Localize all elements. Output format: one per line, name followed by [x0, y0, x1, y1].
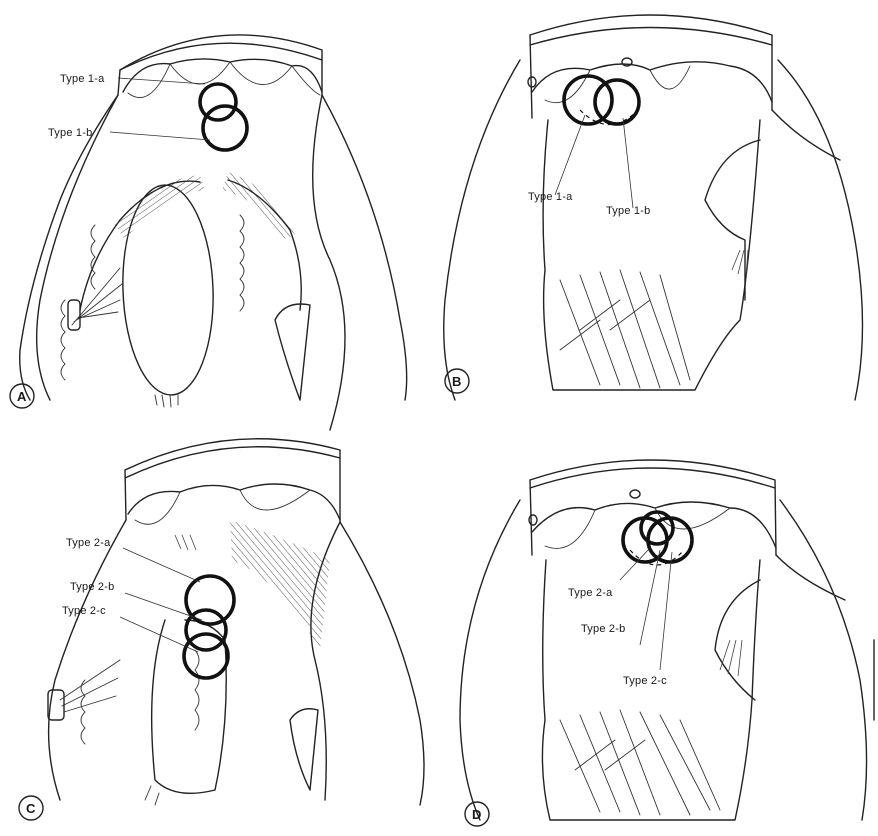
panel-d-label-3: Type 2-c — [623, 675, 667, 687]
panel-a-label-2: Type 1-b — [48, 127, 92, 139]
panel-b: Type 1-a Type 1-b B — [444, 15, 863, 400]
panel-d-label-2: Type 2-b — [581, 623, 625, 635]
panel-b-label-1: Type 1-a — [528, 191, 573, 203]
panel-b-letter: B — [452, 374, 461, 389]
panel-d-label-1: Type 2-a — [568, 587, 613, 599]
panel-c: Type 2-a Type 2-b Type 2-c C — [19, 439, 424, 820]
panel-a-letter: A — [17, 389, 27, 404]
panel-c-label-3: Type 2-c — [62, 605, 106, 617]
panel-a: Type 1-a Type 1-b A — [10, 35, 407, 430]
panel-a-label-1: Type 1-a — [60, 73, 105, 85]
panel-c-label-2: Type 2-b — [70, 581, 114, 593]
panel-d: Type 2-a Type 2-b Type 2-c D — [460, 460, 867, 826]
panel-b-label-2: Type 1-b — [606, 205, 650, 217]
panel-d-letter: D — [472, 807, 481, 822]
panel-c-label-1: Type 2-a — [66, 537, 111, 549]
panel-c-letter: C — [26, 801, 36, 816]
